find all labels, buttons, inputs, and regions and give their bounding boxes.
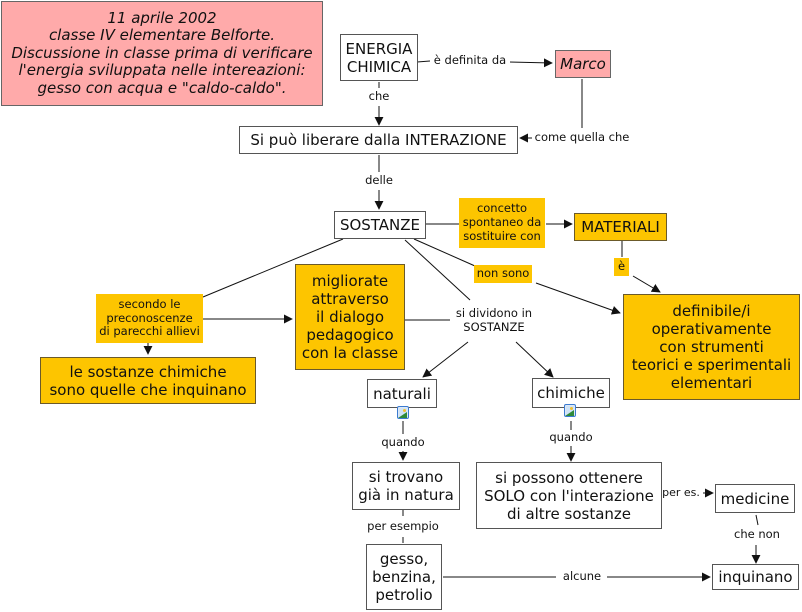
image-attachment-icon[interactable]: [564, 404, 576, 417]
concept-gesso[interactable]: gesso, benzina, petrolio: [366, 544, 442, 610]
link-label-come-quella-che[interactable]: come quella che: [532, 130, 632, 146]
concept-sostanze-chimiche-inquinano[interactable]: le sostanze chimiche sono quelle che inq…: [40, 357, 256, 404]
concept-interazione[interactable]: Si può liberare dalla INTERAZIONE: [239, 126, 518, 154]
link-label-concetto-spontaneo[interactable]: concetto spontaneo da sostituire con: [459, 198, 545, 248]
link-sostanze-sidividono: [404, 239, 471, 301]
link-e-definibili: [632, 275, 661, 293]
concept-definibili[interactable]: definibile/i operativamente con strument…: [623, 294, 800, 400]
link-label-quando-chimiche[interactable]: quando: [546, 430, 596, 446]
concept-inquinano[interactable]: inquinano: [712, 564, 799, 590]
link-nonsono-definibili: [535, 282, 621, 315]
link-label-per-es[interactable]: per es.: [662, 485, 700, 501]
concept-sostanze[interactable]: SOSTANZE: [334, 211, 426, 239]
link-label-per-esempio[interactable]: per esempio: [365, 519, 441, 535]
image-attachment-icon[interactable]: [397, 406, 409, 419]
link-label-quando-naturali[interactable]: quando: [378, 435, 428, 451]
concept-si-trovano[interactable]: si trovano già in natura: [352, 462, 460, 510]
concept-migliorate[interactable]: migliorate attraverso il dialogo pedagog…: [295, 264, 405, 370]
link-sidividono-chimiche: [515, 341, 554, 378]
concept-medicine[interactable]: medicine: [715, 484, 795, 513]
link-label-che[interactable]: che: [365, 89, 393, 105]
link-label-e-definita-da[interactable]: è definita da: [430, 53, 510, 69]
link-sostanze-secondo: [202, 238, 344, 298]
link-sostanze-nonsono: [413, 238, 476, 267]
link-medicine-chenon: [755, 514, 759, 526]
link-definita-marco: [508, 58, 553, 68]
link-label-secondo-le[interactable]: secondo le preconoscenze di parecchi all…: [96, 294, 203, 343]
concept-chimiche[interactable]: chimiche: [532, 378, 610, 408]
concept-si-possono[interactable]: si possono ottenere SOLO con l'interazio…: [476, 462, 662, 529]
concept-naturali[interactable]: naturali: [367, 379, 437, 408]
link-label-che-non[interactable]: che non: [730, 527, 784, 543]
concept-marco[interactable]: Marco: [555, 50, 611, 78]
link-label-si-dividono[interactable]: si dividono in SOSTANZE: [452, 305, 536, 337]
concept-materiali[interactable]: MATERIALI: [574, 213, 667, 241]
link-label-delle[interactable]: delle: [360, 173, 398, 189]
link-sidividono-naturali: [422, 341, 469, 378]
concept-energia-chimica[interactable]: ENERGIA CHIMICA: [340, 34, 418, 81]
header-note: 11 aprile 2002 classe IV elementare Belf…: [1, 1, 323, 106]
link-energia-definita: [416, 60, 431, 63]
link-label-alcune[interactable]: alcune: [557, 569, 607, 585]
link-label-e[interactable]: è: [614, 258, 629, 276]
link-label-non-sono[interactable]: non sono: [474, 265, 532, 283]
